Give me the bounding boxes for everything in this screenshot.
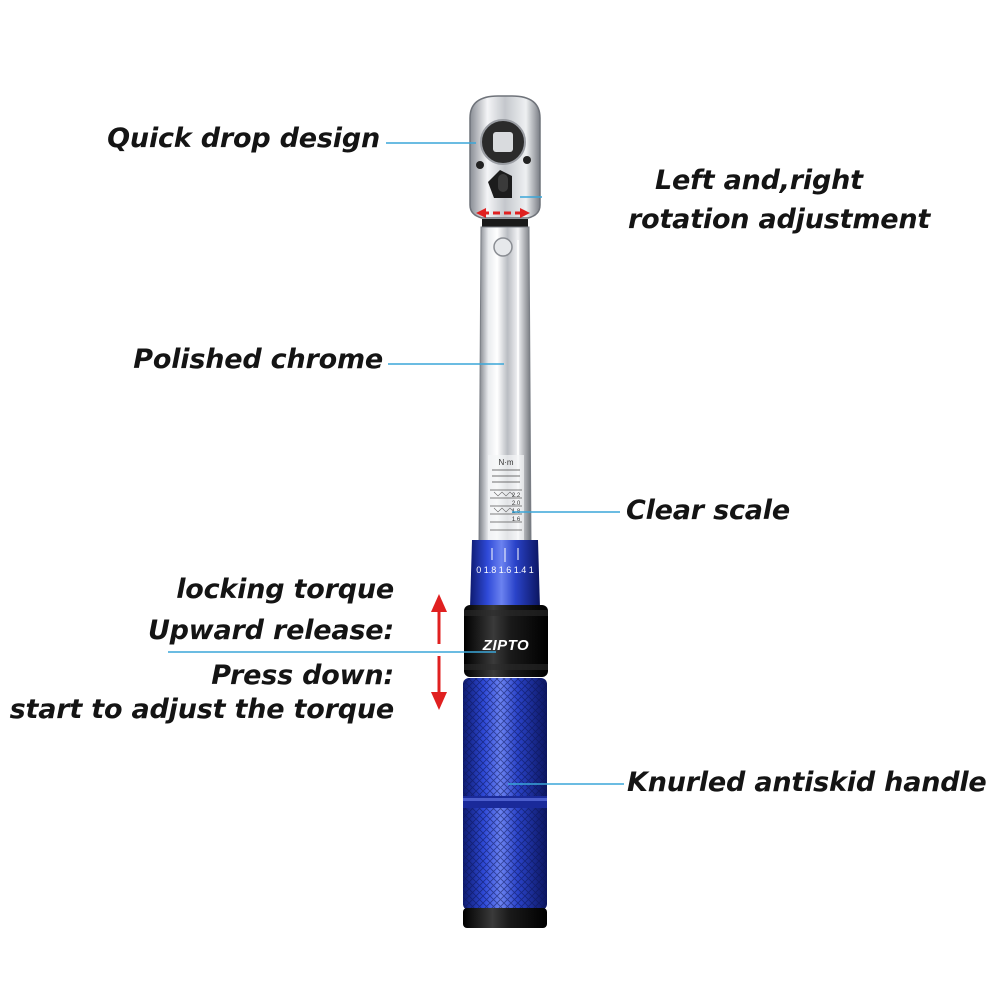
callout-knurled-handle: Knurled antiskid handle <box>627 767 987 798</box>
shaft-scale-tick-1: 2.0 <box>512 501 521 507</box>
ratchet-head <box>469 95 541 219</box>
up-down-arrow-icon <box>431 594 447 710</box>
collar-scale-label: 0 1.8 1.6 1.4 1 <box>476 565 534 575</box>
shaft-scale-tick-0: 2.2 <box>512 493 521 499</box>
callout-press-line1: Press down: <box>211 660 394 691</box>
scale-unit-label: N·m <box>498 458 513 467</box>
callout-clear-scale: Clear scale <box>626 495 790 526</box>
knurled-handle <box>463 678 547 928</box>
shaft-scale-tick-3: 1.6 <box>512 517 521 523</box>
callout-locking-line2: Upward release: <box>147 615 394 646</box>
locking-ring: ZIPTO <box>464 605 548 677</box>
callout-rotation-line1: Left and,right <box>655 165 863 196</box>
brand-logo: ZIPTO <box>482 637 529 654</box>
callout-press-line2: start to adjust the torque <box>9 694 395 725</box>
torque-scale: N·m 2.2 2.0 1.8 1.6 <box>488 455 524 543</box>
neck-ring <box>482 219 528 227</box>
blue-scale-collar: 0 1.8 1.6 1.4 1 <box>470 540 540 608</box>
rotation-arrow-icon <box>476 208 530 218</box>
leader-lines <box>168 142 624 785</box>
callout-locking-line1: locking torque <box>176 574 394 605</box>
callout-quick-drop: Quick drop design <box>107 123 380 154</box>
callout-polished-chrome: Polished chrome <box>133 344 383 375</box>
callout-rotation-line2: rotation adjustment <box>628 204 931 235</box>
